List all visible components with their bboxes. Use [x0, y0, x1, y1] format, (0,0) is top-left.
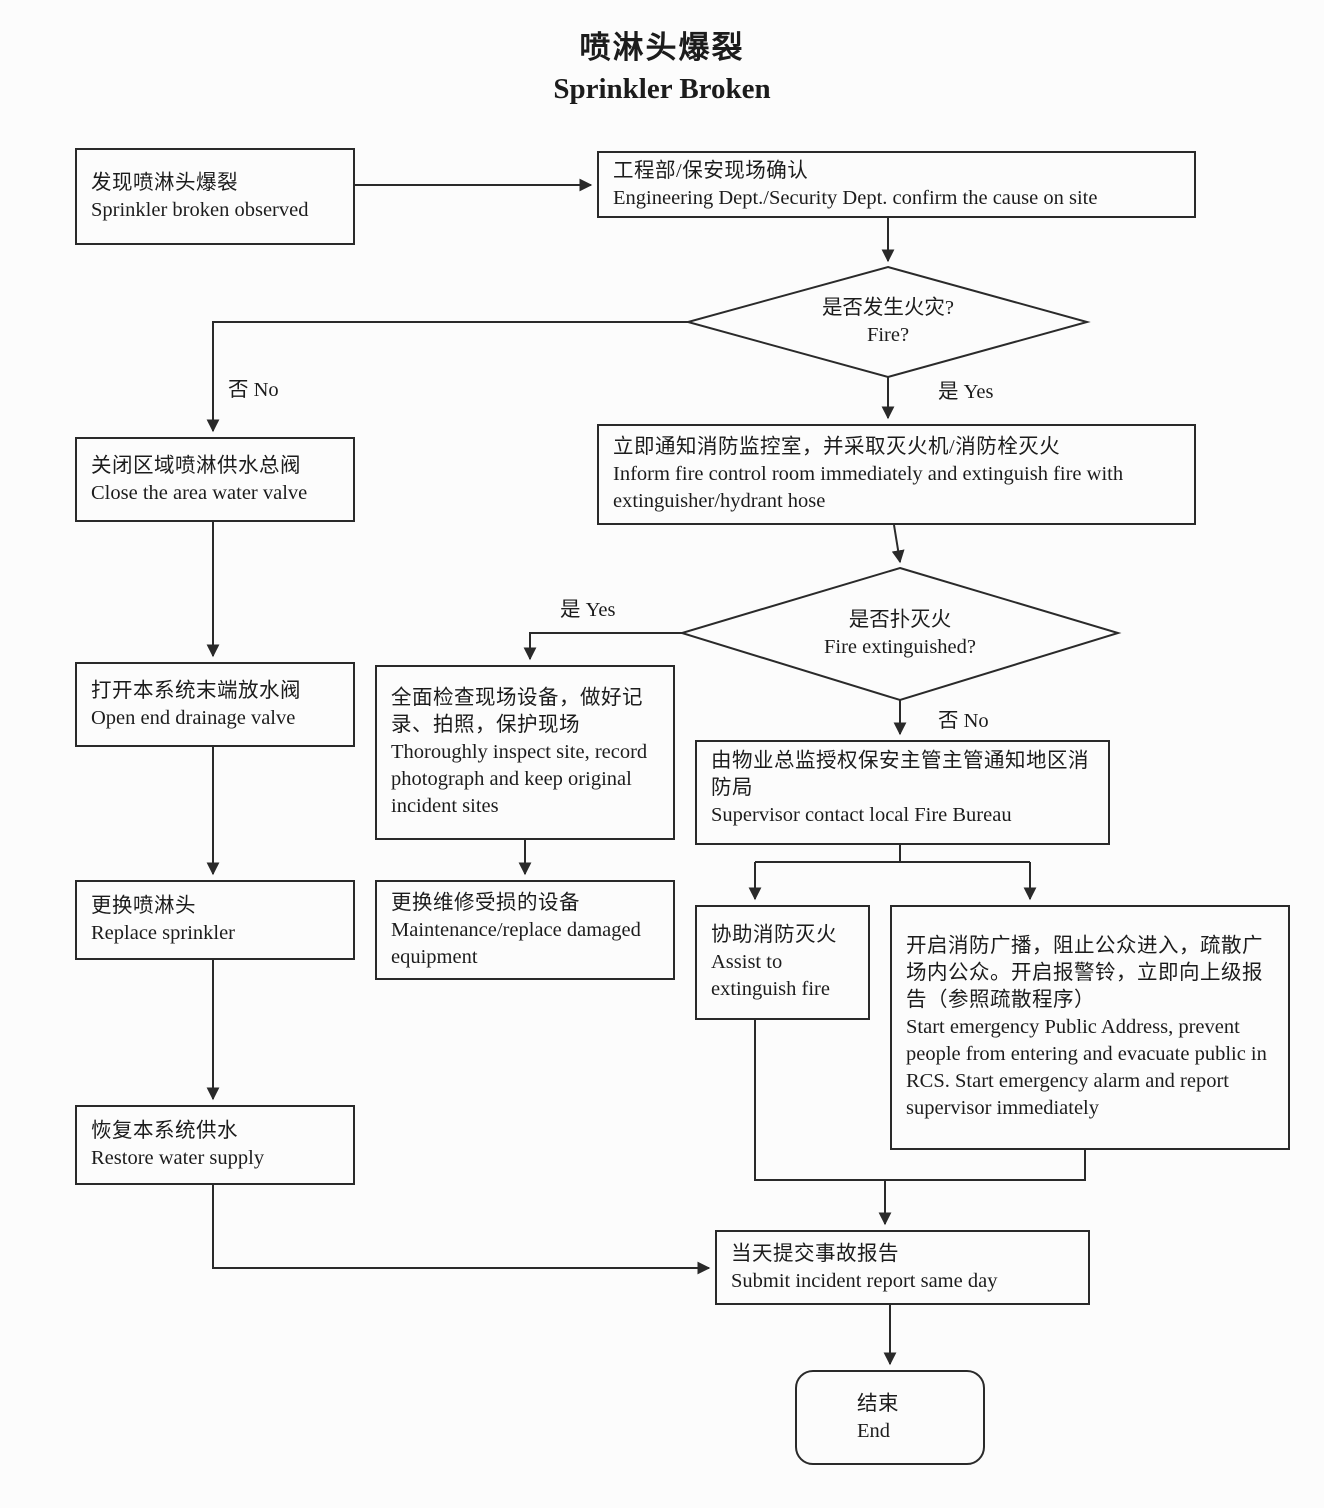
node-submit-report-zh: 当天提交事故报告 [731, 1242, 899, 1265]
node-emergency-broadcast: 开启消防广播，阻止公众进入，疏散广场内公众。开启报警铃，立即向上级报告（参照疏散… [890, 905, 1290, 1150]
node-close-valve-zh: 关闭区域喷淋供水总阀 [91, 454, 301, 477]
page-title-en: Sprinkler Broken [553, 73, 771, 105]
node-open-drain-valve-zh: 打开本系统末端放水阀 [91, 679, 301, 702]
edge-label-extinguished-no: 否 No [938, 710, 989, 732]
node-contact-fire-bureau-en: Supervisor contact local Fire Bureau [711, 804, 1012, 826]
decision-extinguished-shape [678, 566, 1122, 702]
node-replace-sprinkler: 更换喷淋头 Replace sprinkler [75, 880, 355, 960]
node-inspect-site-zh: 全面检查现场设备，做好记录、拍照，保护现场 [391, 687, 643, 736]
node-open-drain-valve: 打开本系统末端放水阀 Open end drainage valve [75, 662, 355, 747]
node-sprinkler-observed-en: Sprinkler broken observed [91, 198, 309, 221]
node-end: 结束 End [795, 1370, 985, 1465]
node-inform-fire-control-en: Inform fire control room immediately and… [613, 463, 1124, 512]
node-inspect-site-en: Thoroughly inspect site, record photogra… [391, 741, 648, 817]
node-replace-equipment: 更换维修受损的设备 Maintenance/replace damaged eq… [375, 880, 675, 980]
node-submit-report-en: Submit incident report same day [731, 1269, 998, 1292]
edge-label-fire-no: 否 No [228, 379, 279, 401]
node-restore-water-en: Restore water supply [91, 1147, 265, 1169]
node-replace-equipment-zh: 更换维修受损的设备 [391, 891, 580, 914]
node-close-valve: 关闭区域喷淋供水总阀 Close the area water valve [75, 437, 355, 522]
node-inform-fire-control-zh: 立即通知消防监控室，并采取灭火机/消防栓灭火 [613, 436, 1061, 458]
node-confirm-cause-zh: 工程部/保安现场确认 [613, 159, 809, 182]
node-end-en: End [857, 1419, 891, 1442]
node-emergency-broadcast-en: Start emergency Public Address, prevent … [906, 1016, 1267, 1119]
node-replace-equipment-en: Maintenance/replace damaged equipment [391, 918, 641, 968]
node-restore-water: 恢复本系统供水 Restore water supply [75, 1105, 355, 1185]
edge-label-fire-yes: 是 Yes [938, 381, 994, 403]
node-inspect-site: 全面检查现场设备，做好记录、拍照，保护现场 Thoroughly inspect… [375, 665, 675, 840]
node-sprinkler-observed: 发现喷淋头爆裂 Sprinkler broken observed [75, 148, 355, 245]
node-restore-water-zh: 恢复本系统供水 [91, 1120, 238, 1142]
node-contact-fire-bureau: 由物业总监授权保安主管主管通知地区消防局 Supervisor contact … [695, 740, 1110, 845]
node-end-zh: 结束 [857, 1392, 899, 1415]
node-confirm-cause-en: Engineering Dept./Security Dept. confirm… [613, 186, 1098, 209]
node-inform-fire-control: 立即通知消防监控室，并采取灭火机/消防栓灭火 Inform fire contr… [597, 424, 1196, 525]
page-title: 喷淋头爆裂 Sprinkler Broken [0, 22, 1324, 106]
node-assist-extinguish-zh: 协助消防灭火 [711, 924, 837, 946]
node-sprinkler-observed-zh: 发现喷淋头爆裂 [91, 171, 238, 194]
node-close-valve-en: Close the area water valve [91, 481, 308, 504]
node-assist-extinguish: 协助消防灭火 Assist to extinguish fire [695, 905, 870, 1020]
node-submit-report: 当天提交事故报告 Submit incident report same day [715, 1230, 1090, 1305]
node-confirm-cause: 工程部/保安现场确认 Engineering Dept./Security De… [597, 151, 1196, 218]
decision-fire-shape [684, 265, 1091, 379]
node-emergency-broadcast-zh: 开启消防广播，阻止公众进入，疏散广场内公众。开启报警铃，立即向上级报告（参照疏散… [906, 935, 1263, 1011]
node-replace-sprinkler-en: Replace sprinkler [91, 922, 236, 944]
node-assist-extinguish-en: Assist to extinguish fire [711, 951, 830, 1000]
node-replace-sprinkler-zh: 更换喷淋头 [91, 895, 196, 917]
node-open-drain-valve-en: Open end drainage valve [91, 706, 296, 729]
edge-label-extinguished-yes: 是 Yes [560, 599, 616, 621]
page-title-zh: 喷淋头爆裂 [579, 30, 745, 65]
node-contact-fire-bureau-zh: 由物业总监授权保安主管主管通知地区消防局 [711, 750, 1089, 799]
